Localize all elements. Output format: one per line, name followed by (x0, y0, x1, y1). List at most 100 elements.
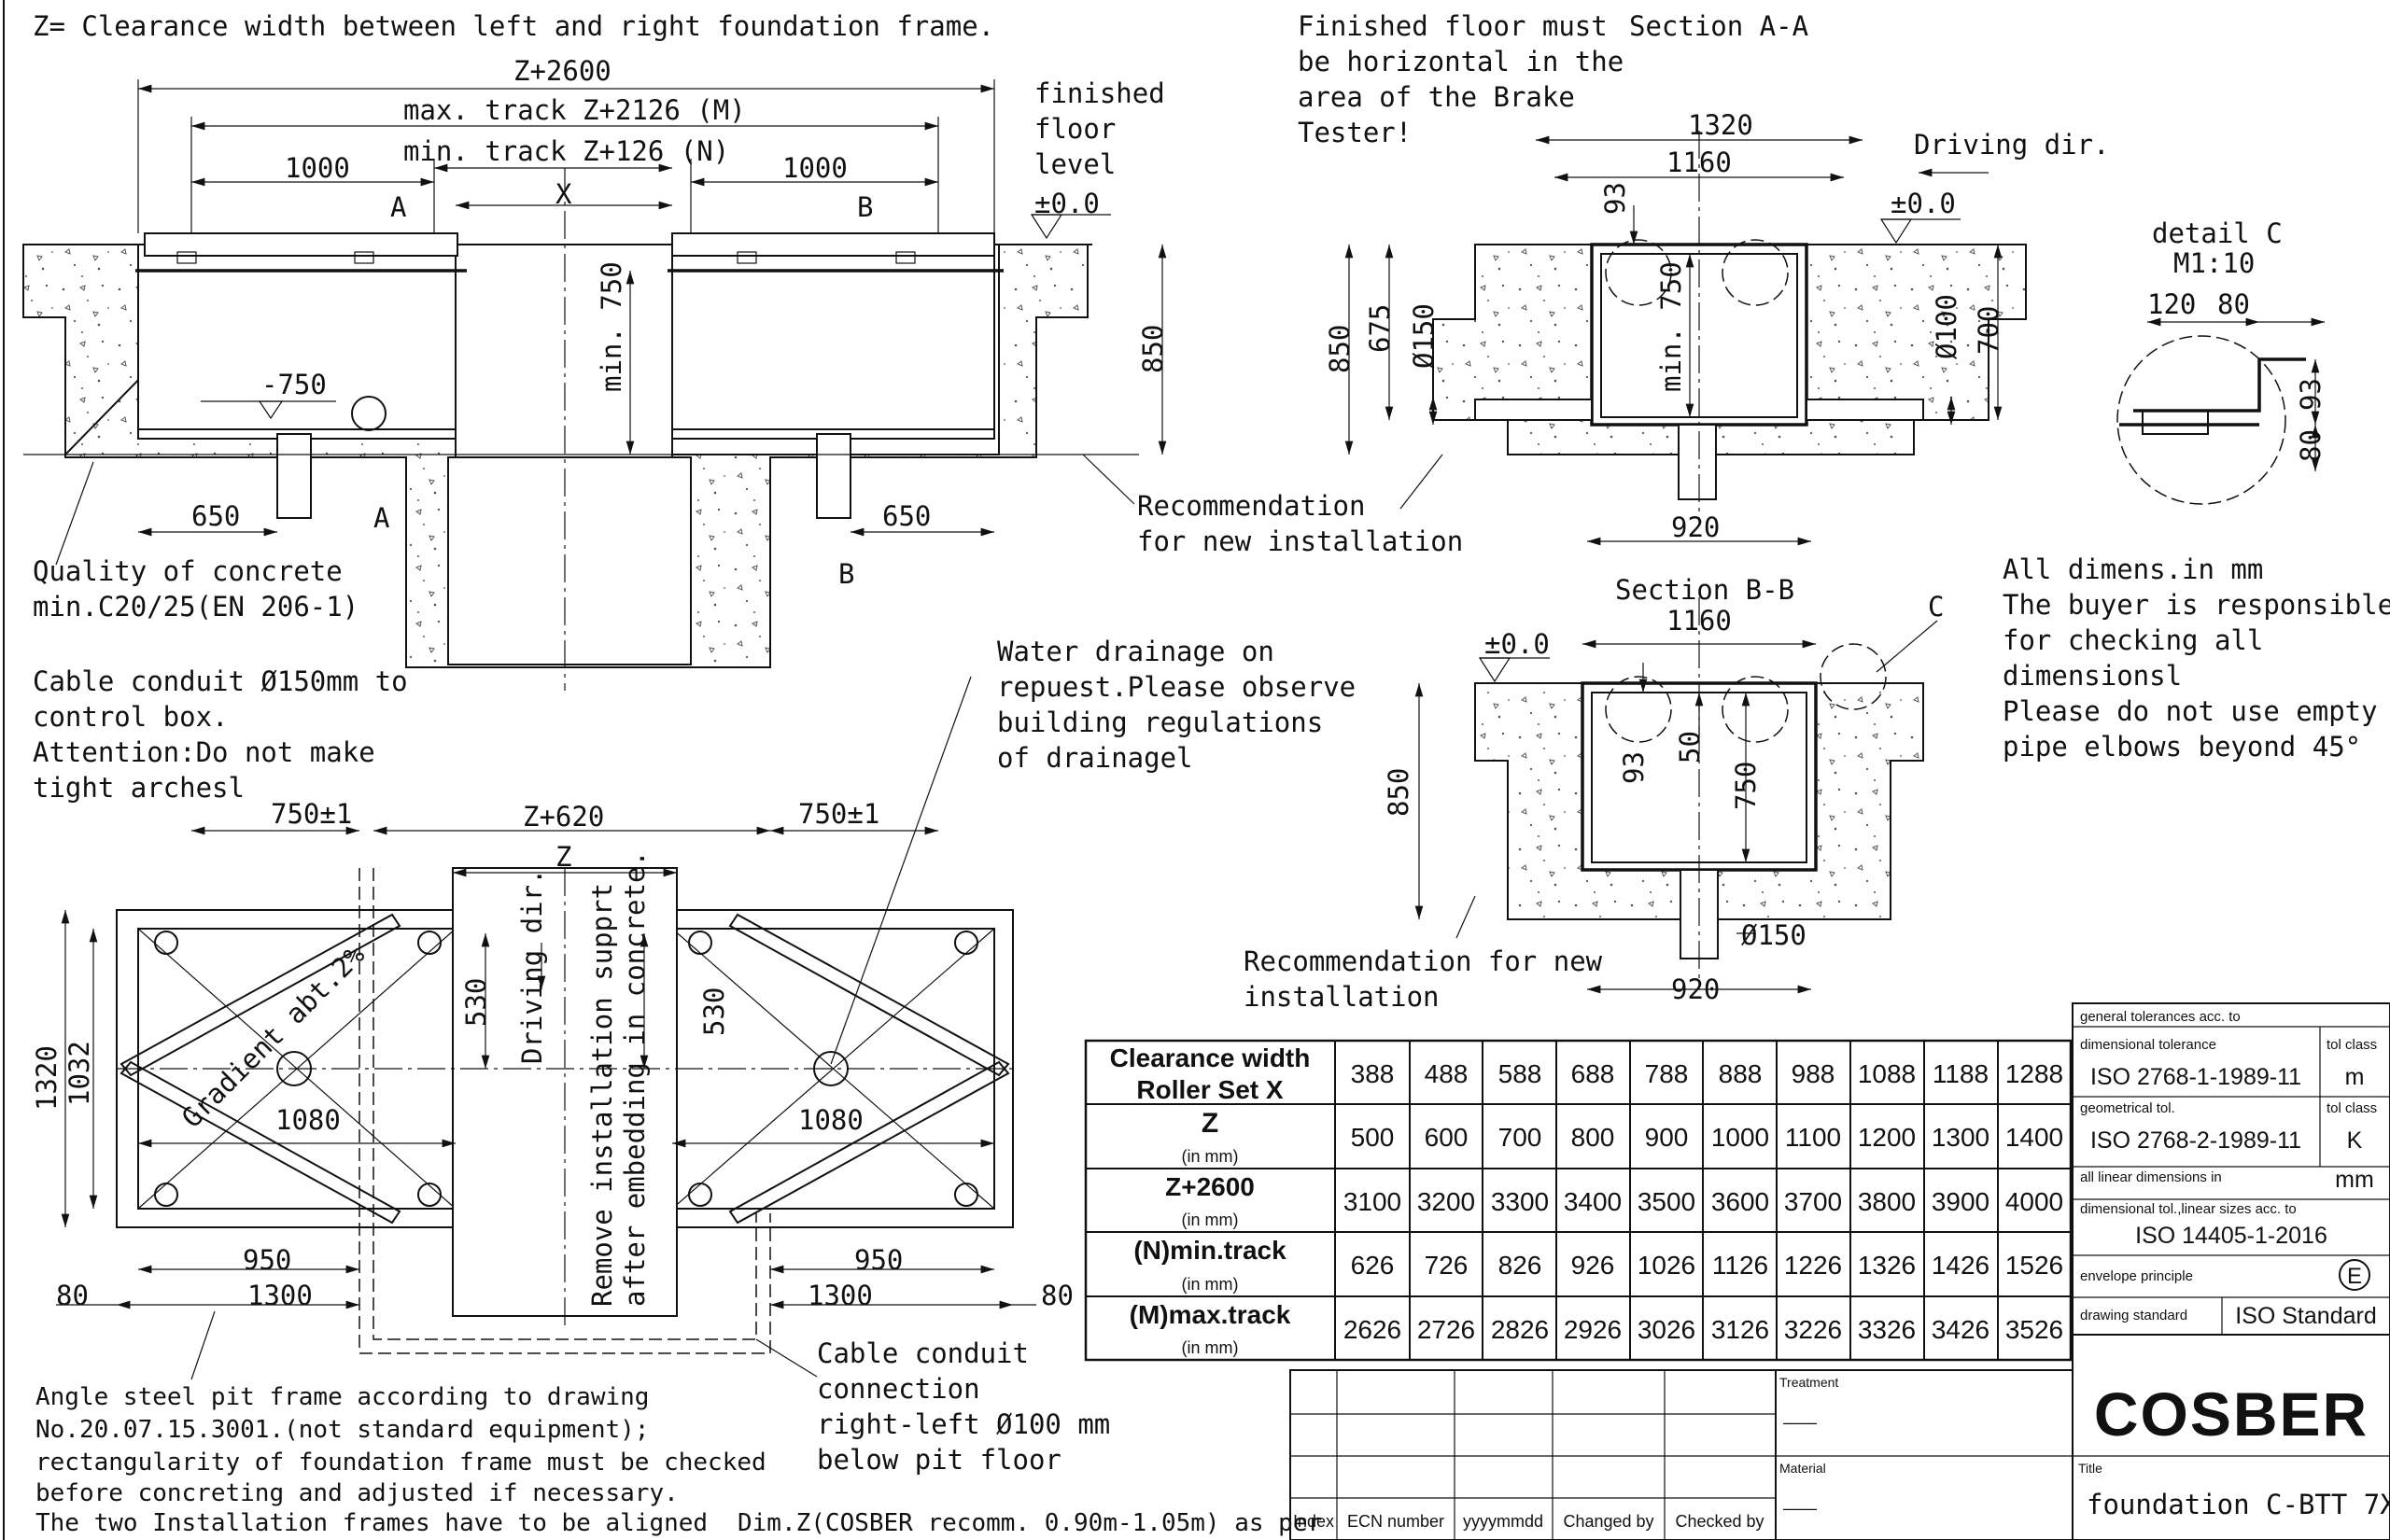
table-cell: 726 (1425, 1251, 1469, 1280)
remove-support-2: after embedding in concrete. (619, 850, 651, 1307)
cable-connection-2: connection (817, 1373, 980, 1405)
dimension-table: Clearance width Roller Set X Z (in mm) Z… (1084, 1039, 2073, 1362)
table-cell: 3900 (1932, 1187, 1989, 1216)
dim-phi100: Ø100 (1931, 294, 1962, 359)
tb-index: Index (1293, 1512, 1334, 1531)
tol-drawing-std: ISO Standard (2235, 1303, 2376, 1329)
table-cell: 900 (1645, 1123, 1689, 1152)
angle-frame-3: rectangularity of foundation frame must … (35, 1449, 766, 1477)
section-bb-title: Section B-B (1615, 574, 1794, 606)
dim-93-detail: 93 (2295, 378, 2327, 411)
dim-x: X (555, 178, 572, 210)
tb-checked: Checked by (1675, 1512, 1764, 1531)
gradient-label: Gradient abt.2% (176, 939, 371, 1134)
tol-dimensional-class: m (2345, 1064, 2365, 1090)
company-logo: COSBER (2094, 1379, 2369, 1449)
dim-1080-left: 1080 (275, 1104, 341, 1136)
dim-920-bb: 920 (1671, 973, 1720, 1005)
dim-1300-right: 1300 (808, 1280, 873, 1311)
water-drainage-3: building regulations (997, 707, 1323, 738)
general-note-1: All dimens.in mm (2003, 553, 2263, 585)
table-cell: 1100 (1785, 1123, 1841, 1152)
dim-650-left: 650 (191, 500, 240, 532)
dim-750pm1-right: 750±1 (798, 798, 879, 830)
dim-z-note: Dim.Z(COSBER recomm. 0.90m-1.05m) as per (738, 1509, 1322, 1537)
dim-950-left: 950 (243, 1244, 291, 1276)
finished-floor-2: floor (1034, 113, 1116, 145)
finished-floor-1: finished (1034, 77, 1165, 109)
dim-z620: Z+620 (523, 801, 604, 833)
floor-note-3: area of the Brake (1298, 81, 1575, 113)
section-aa-title: Section A-A (1629, 10, 1808, 42)
table-row-unit: (in mm) (1182, 1147, 1239, 1166)
table-cell: 1026 (1638, 1251, 1695, 1280)
tol-geometrical-class: K (2347, 1127, 2363, 1154)
detail-c-title: detail C (2152, 217, 2283, 249)
detail-c: detail C M1:10 120 80 93 80 (2116, 217, 2327, 505)
table-cell: 926 (1571, 1251, 1615, 1280)
recommendation-b-1: Recommendation for new (1244, 945, 1603, 977)
level-zero-aa: ±0.0 (1891, 188, 1956, 219)
table-row-unit: (in mm) (1182, 1275, 1239, 1294)
table-cell: 388 (1351, 1059, 1395, 1088)
tol-linear-unit: mm (2335, 1167, 2374, 1193)
dim-1320-plan: 1320 (31, 1045, 63, 1111)
dim-750pm1-left: 750±1 (271, 798, 352, 830)
tol-geometrical-label: geometrical tol. (2080, 1100, 2175, 1116)
dim-750-bb: 750 (1730, 762, 1762, 810)
general-note-4: dimensionsl (2003, 660, 2182, 692)
table-row-unit: (in mm) (1182, 1211, 1239, 1229)
angle-frame-2: No.20.07.15.3001.(not standard equipment… (35, 1416, 649, 1444)
table-cell: 2626 (1343, 1315, 1401, 1344)
table-cell: 1000 (1711, 1123, 1769, 1152)
table-cell: 2826 (1491, 1315, 1549, 1344)
level-zero-bb: ±0.0 (1484, 628, 1550, 660)
tol-class-label: tol class (2327, 1037, 2377, 1053)
dim-z-plan: Z (555, 841, 571, 873)
tol-envelope-symbol: E (2347, 1264, 2362, 1289)
table-cell: 488 (1425, 1059, 1469, 1088)
dim-1160-aa: 1160 (1666, 147, 1732, 178)
remove-support-1: Remove installation supprt (586, 883, 618, 1307)
cable-conduit-3: Attention:Do not make (33, 736, 375, 768)
driving-dir-plan: Driving dir. (516, 868, 548, 1064)
table-cell: 3500 (1638, 1187, 1695, 1216)
table-cell: 2726 (1417, 1315, 1475, 1344)
table-cell: 1326 (1858, 1251, 1916, 1280)
tb-material-value: —— (1783, 1499, 1817, 1518)
table-cell: 1300 (1932, 1123, 1989, 1152)
table-cell: 600 (1425, 1123, 1469, 1152)
water-drainage-4: of drainagel (997, 742, 1193, 774)
dim-min750-aa: min. 750 (1655, 261, 1687, 392)
tb-treatment-label: Treatment (1779, 1375, 1838, 1390)
table-cell: 800 (1571, 1123, 1615, 1152)
floor-note-4: Tester! (1298, 117, 1412, 148)
plan-view: 750±1 Z+620 750±1 Z 530 530 1320 1032 10… (31, 676, 1074, 1380)
table-cell: 3426 (1932, 1315, 1989, 1344)
table-row-label: Z+2600 (1165, 1172, 1255, 1201)
table-row-label: Z (1202, 1108, 1218, 1139)
table-cell: 3126 (1711, 1315, 1769, 1344)
table-cell: 1226 (1784, 1251, 1842, 1280)
dim-530-left: 530 (460, 978, 492, 1027)
tb-date: yyyymmdd (1463, 1512, 1543, 1531)
table-cell: 826 (1498, 1251, 1542, 1280)
finished-floor-3: level (1034, 148, 1116, 180)
concrete-quality-1: Quality of concrete (33, 555, 343, 587)
dim-50: 50 (1674, 731, 1706, 763)
dim-850-long: 850 (1137, 325, 1169, 373)
table-cell: 1088 (1858, 1059, 1916, 1088)
table-cell: 3026 (1638, 1315, 1695, 1344)
table-cell: 1188 (1933, 1059, 1989, 1088)
floor-note-1: Finished floor must (1298, 10, 1608, 42)
dim-80-right: 80 (1041, 1280, 1074, 1311)
table-cell: 788 (1645, 1059, 1689, 1088)
dim-850-bb: 850 (1383, 768, 1414, 817)
dim-93-aa: 93 (1599, 182, 1631, 215)
table-cell: 3600 (1711, 1187, 1769, 1216)
driving-dir-aa: Driving dir. (1914, 129, 2110, 161)
recommendation-1: Recommendation (1137, 490, 1365, 522)
dim-650-right: 650 (882, 500, 931, 532)
tol-envelope-label: envelope principle (2080, 1268, 2193, 1284)
